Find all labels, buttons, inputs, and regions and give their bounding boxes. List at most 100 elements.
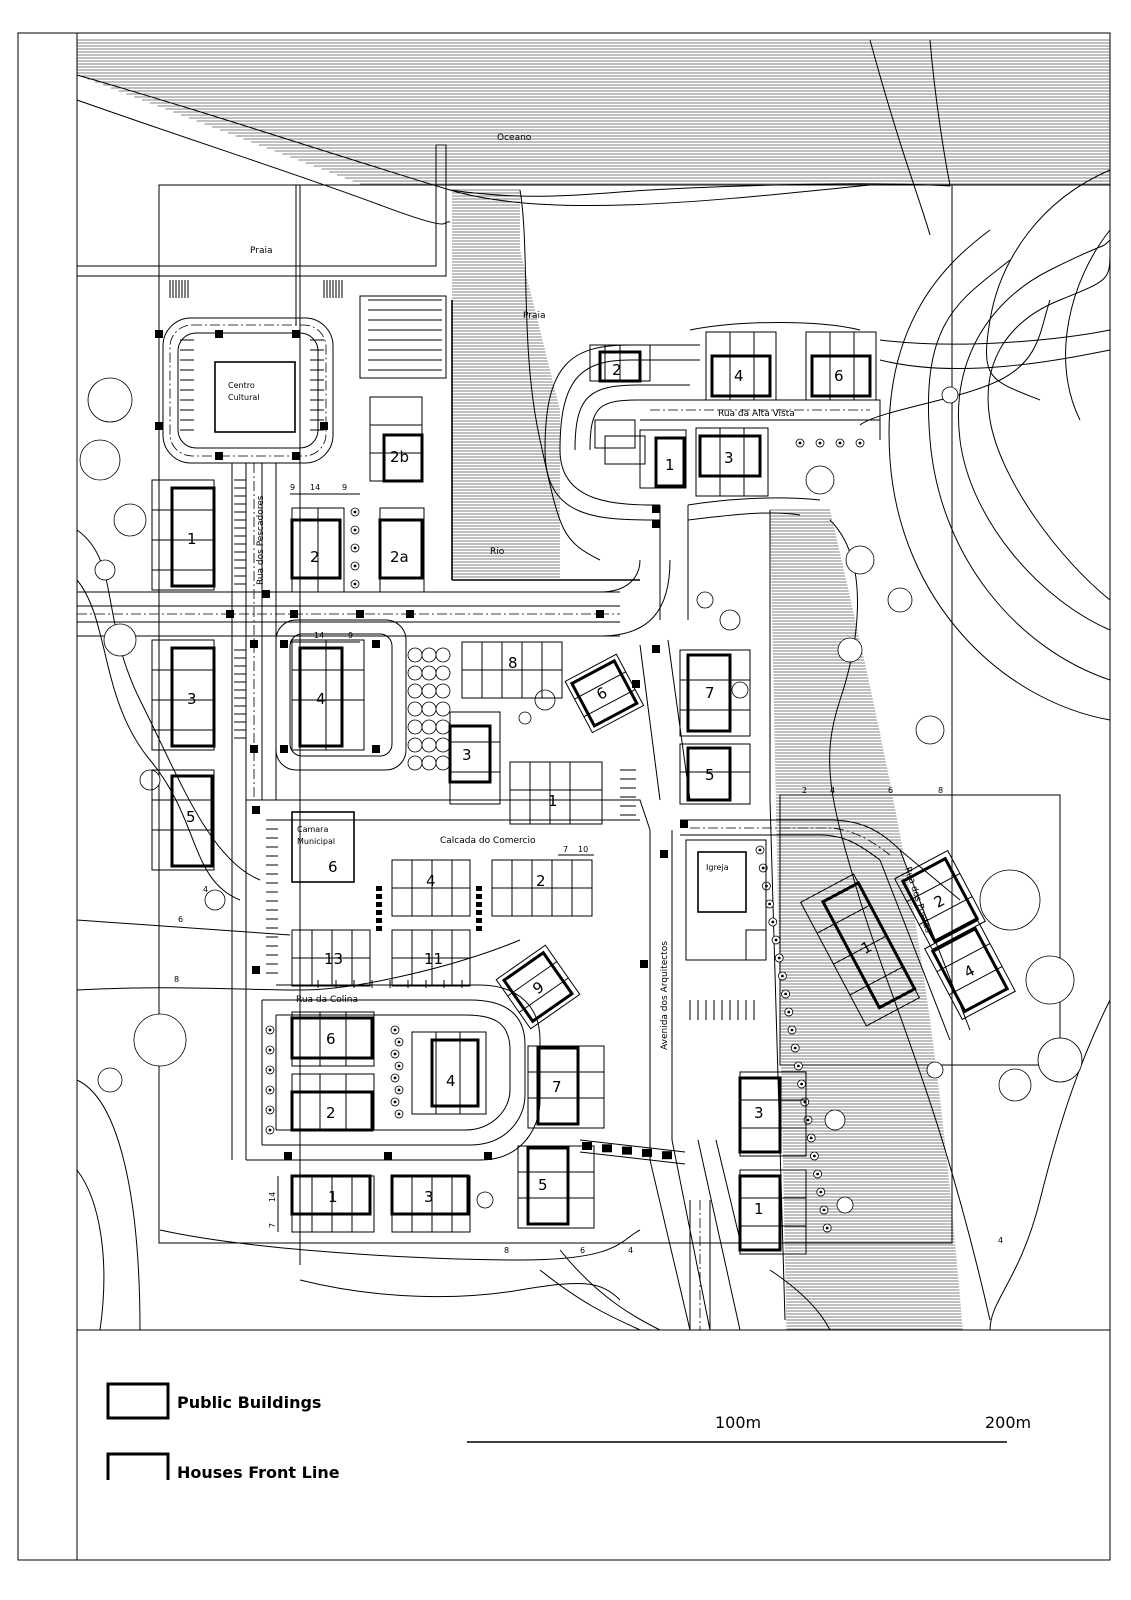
lot-3-center: 3 <box>448 711 501 805</box>
lot-number: 1 <box>665 456 675 474</box>
lot-3-colina: 3 <box>390 1174 471 1233</box>
lot-number: 5 <box>538 1176 548 1194</box>
lot-number: 3 <box>187 690 197 708</box>
tree-icon <box>518 711 532 725</box>
dimension-label: 9 <box>290 483 295 492</box>
lot-4-west: 4 <box>291 639 365 751</box>
crossing-block <box>376 918 382 923</box>
tree-trunk-icon <box>800 1082 803 1086</box>
tree-icon <box>133 1013 187 1067</box>
ocean-area <box>77 39 1110 185</box>
tree-trunk-icon <box>858 441 862 445</box>
parking-outline <box>359 295 447 379</box>
tree-trunk-icon <box>393 1100 397 1104</box>
crossing-block <box>372 640 380 648</box>
tree-icon <box>837 637 863 663</box>
tree-icon <box>407 683 423 699</box>
tree-trunk-icon <box>793 1046 797 1050</box>
lot-number: 4 <box>446 1072 456 1090</box>
street-name-comercio: Calcada do Comercio <box>440 836 536 846</box>
tree-icon <box>103 623 137 657</box>
lot-4-colina: 4 <box>411 1031 487 1115</box>
tree-icon <box>407 647 423 663</box>
lot-number: 7 <box>552 1078 562 1096</box>
lot-1-arquitectos: 1 <box>738 1169 807 1255</box>
street-name-pescadores: Rua dos Pescadores <box>256 495 266 585</box>
crossing-block <box>652 645 660 653</box>
crossing-block <box>596 610 604 618</box>
tree-icon <box>421 647 437 663</box>
lot-2-comercio: 2 <box>491 859 593 917</box>
crossing-block <box>406 610 414 618</box>
contour-numbers: 2 4 6 8 4 6 8 8 6 4 4 <box>174 786 1003 1255</box>
tree-trunk-icon <box>268 1068 272 1072</box>
contour-label: 8 <box>938 786 943 795</box>
lot-2-colina: 2 <box>290 1073 375 1132</box>
tree-icon <box>204 889 226 911</box>
tree-trunk-icon <box>761 866 765 870</box>
lot-6-alta-vista: 6 <box>805 331 877 401</box>
tree-icon <box>87 377 133 423</box>
tree-trunk-icon <box>777 956 781 960</box>
ocean-label: Oceano <box>497 133 532 143</box>
lot-8-center: 8 <box>461 641 563 699</box>
crossing-block <box>292 330 300 338</box>
lot-number: 7 <box>705 684 715 702</box>
public-buildings-swatch <box>106 1382 170 1420</box>
tree-trunk-icon <box>268 1048 272 1052</box>
crossing-block <box>376 894 382 899</box>
crossing-block <box>476 918 482 923</box>
crossing-block <box>155 422 163 430</box>
tree-trunk-icon <box>393 1052 397 1056</box>
lot-number: 3 <box>424 1188 434 1206</box>
dimension-marks: 9 14 9 14 9 7 10 14 7 <box>268 483 594 1232</box>
tree-trunk-icon <box>813 1154 816 1158</box>
tree-trunk-icon <box>790 1028 794 1032</box>
tree-icon <box>805 465 835 495</box>
street-name-alta-vista: Rua da Alta Vista <box>718 409 795 419</box>
town-hall: Camara Municipal 6 <box>291 811 355 883</box>
beach-parking <box>359 295 447 379</box>
tree-icon <box>79 439 121 481</box>
tree-icon <box>421 719 437 735</box>
crossing-block <box>280 640 288 648</box>
tree-trunk-icon <box>774 938 778 942</box>
tree-trunk-icon <box>268 1088 272 1092</box>
lot-number: 4 <box>961 961 978 981</box>
crossing-block <box>215 452 223 460</box>
dimension-label: 7 <box>563 845 568 854</box>
tree-trunk-icon <box>353 510 357 514</box>
houses-front-line-swatch <box>106 1452 170 1480</box>
tree-icon <box>836 1196 854 1214</box>
tree-trunk-icon <box>787 1010 791 1014</box>
tree-trunk-icon <box>268 1108 272 1112</box>
dimension-label: 14 <box>310 483 320 492</box>
tree-trunk-icon <box>397 1040 401 1044</box>
lot-7-east: 7 <box>679 649 751 737</box>
lot-number: 6 <box>328 858 338 876</box>
crossing-block <box>476 894 482 899</box>
contour-label: 8 <box>174 975 179 984</box>
town-hall-label: Municipal <box>297 837 335 846</box>
lot-1-north: 1 <box>151 479 216 591</box>
tree-icon <box>824 1109 846 1131</box>
lot-number: 1 <box>548 792 558 810</box>
scale-label-100m: 100m <box>715 1413 761 1432</box>
church: Igreja <box>685 839 767 961</box>
crossing-block <box>476 886 482 891</box>
tree-icon <box>407 701 423 717</box>
tree-trunk-icon <box>797 1064 800 1068</box>
tree-icon <box>435 755 451 771</box>
lot-number: 2 <box>612 361 622 379</box>
lot-2-poetas: 2 <box>894 849 986 951</box>
tree-icon <box>926 1061 944 1079</box>
crossing-block <box>384 1152 392 1160</box>
crossing-block <box>250 640 258 648</box>
cultural-center <box>214 361 296 433</box>
crossing-block <box>372 745 380 753</box>
crossing-block <box>226 610 234 618</box>
crossing-block <box>155 330 163 338</box>
tree-icon <box>435 647 451 663</box>
contour-label: 6 <box>580 1246 585 1255</box>
coastline <box>76 74 1110 225</box>
